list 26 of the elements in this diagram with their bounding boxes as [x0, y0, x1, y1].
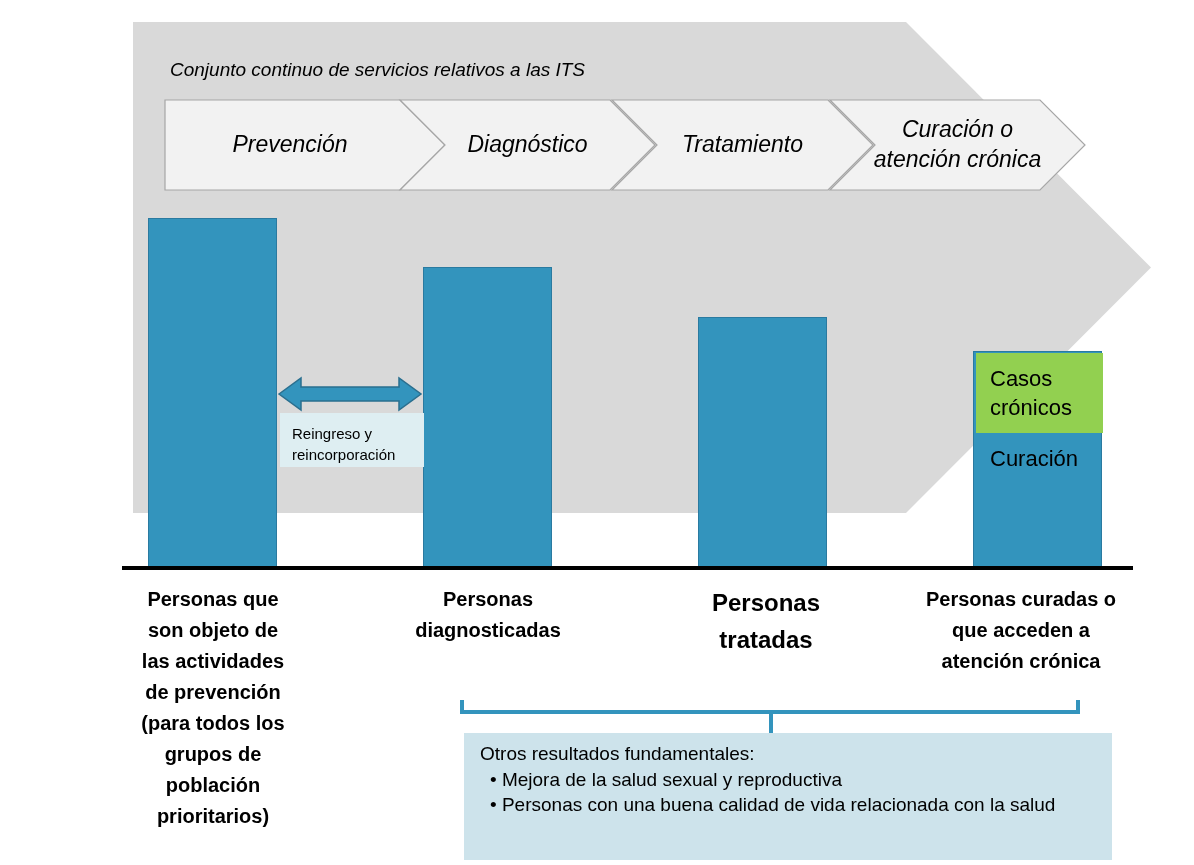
bar	[148, 218, 277, 568]
chevron-step	[830, 100, 1085, 190]
chevron-step	[400, 100, 655, 190]
bar	[973, 351, 1102, 568]
note-text: Reingreso y reincorporación	[292, 424, 397, 465]
segment-label: Casos crónicos	[990, 365, 1073, 422]
segment-label: Curación	[990, 445, 1080, 473]
step-label: Tratamiento	[682, 130, 803, 160]
bar-caption: Personas curadas o que acceden a atención crónica	[924, 587, 1118, 674]
bar-segment	[976, 353, 1103, 433]
chevron-step	[612, 100, 873, 190]
outcome-heading: Otros resultados fundamentales:	[480, 742, 756, 766]
double-arrow	[277, 376, 423, 412]
band-title: Conjunto continuo de servicios relativos a las ITS	[170, 59, 586, 81]
bar	[698, 317, 827, 568]
step-label: Prevención	[232, 130, 348, 160]
bullet-item: • Mejora de la salud sexual y reproductiva	[489, 767, 843, 792]
outcome-box	[464, 733, 1112, 860]
bar-caption: Personas que son objeto de las actividades de prevención (para todos los grupos de población prioritarios)	[140, 587, 286, 829]
chevron-step	[165, 100, 445, 190]
bar-caption: Personas tratadas	[710, 588, 822, 656]
bar	[423, 267, 552, 568]
bullet-item: • Personas con una buena calidad de vida relacionada con la salud	[489, 793, 1057, 818]
step-label: Curación o atención crónica	[872, 115, 1043, 174]
bar-caption: Personas diagnosticadas	[414, 587, 562, 643]
step-label: Diagnóstico	[467, 130, 588, 160]
